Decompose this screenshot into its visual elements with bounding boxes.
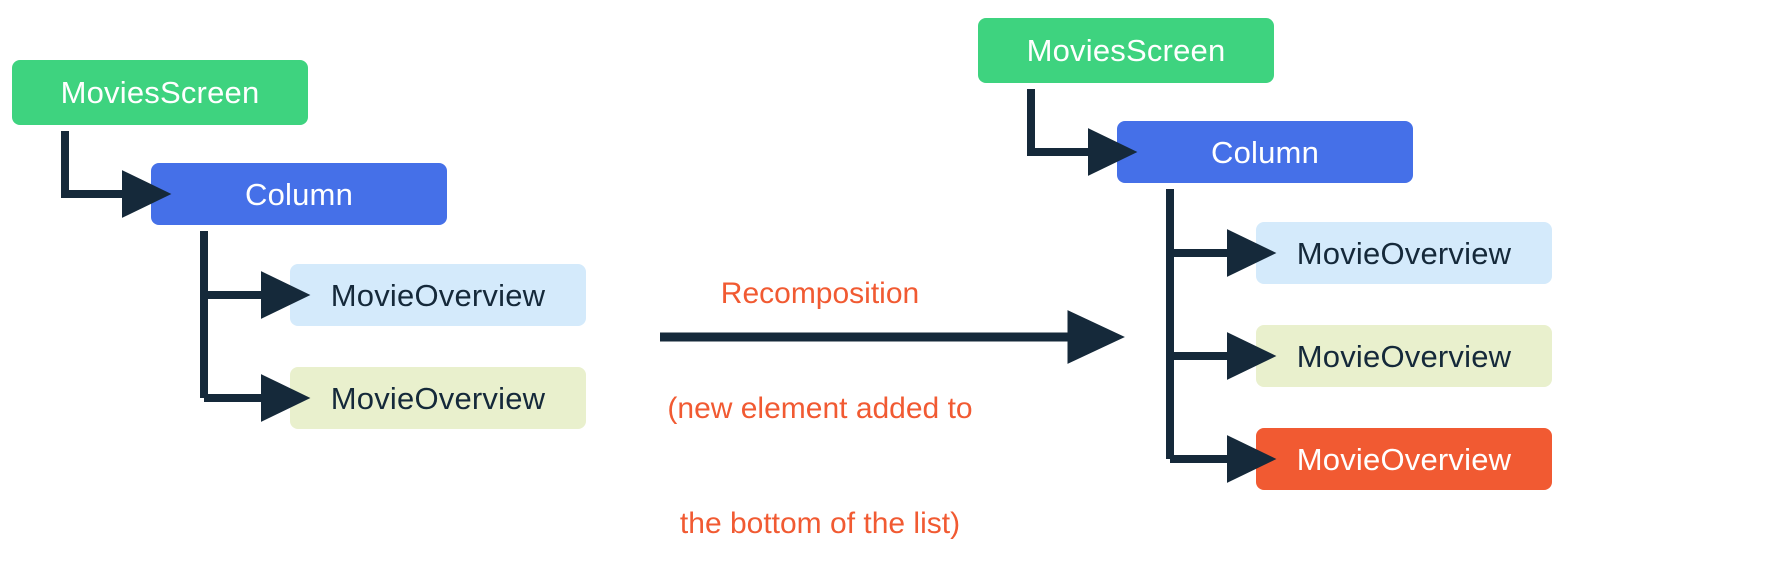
left-edge-screen-to-column [61,131,172,218]
transition-caption-line-2: (new element added to [667,391,973,425]
transition-caption-line-1: Recomposition [720,276,920,310]
left-node-movie-overview-2-label: MovieOverview [330,380,546,416]
right-node-movie-overview-3[interactable]: MovieOverview [1256,428,1552,490]
right-node-movie-overview-1[interactable]: MovieOverview [1256,222,1552,284]
left-node-movies-screen-label: MoviesScreen [60,75,260,110]
left-node-movie-overview-2[interactable]: MovieOverview [290,367,586,429]
left-node-column[interactable]: Column [151,163,447,225]
right-node-movie-overview-3-label: MovieOverview [1296,441,1512,477]
left-node-movie-overview-1[interactable]: MovieOverview [290,264,586,326]
right-edge-column-to-children [1166,189,1277,483]
right-node-column[interactable]: Column [1117,121,1413,183]
left-node-column-label: Column [244,176,354,212]
right-node-column-label: Column [1210,134,1320,170]
right-node-movies-screen-label: MoviesScreen [1026,33,1226,68]
right-node-movie-overview-1-label: MovieOverview [1296,235,1512,271]
left-edge-column-to-children [200,231,311,422]
right-edge-screen-to-column [1027,89,1138,176]
right-node-movies-screen[interactable]: MoviesScreen [978,18,1274,83]
transition-caption: Recomposition (new element added to the … [620,198,1020,584]
left-node-movie-overview-1-label: MovieOverview [330,277,546,313]
left-node-movies-screen[interactable]: MoviesScreen [12,60,308,125]
right-node-movie-overview-2-label: MovieOverview [1296,338,1512,374]
right-node-movie-overview-2[interactable]: MovieOverview [1256,325,1552,387]
transition-caption-line-3: the bottom of the list) [679,507,961,541]
